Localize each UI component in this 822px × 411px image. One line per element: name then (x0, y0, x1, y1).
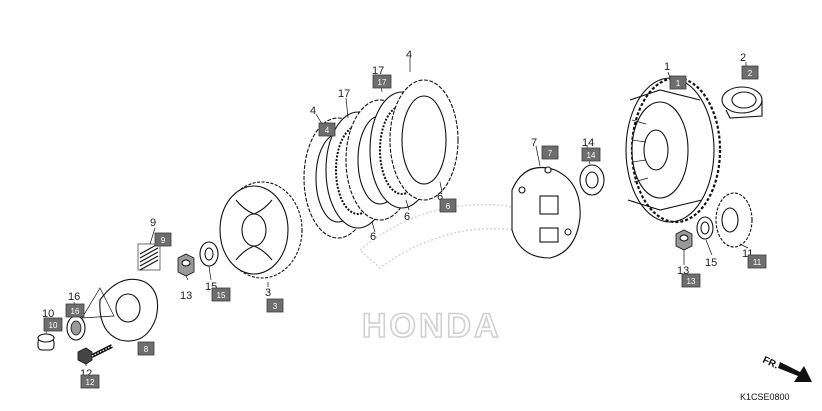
callout-4a: 4 4 (310, 105, 336, 137)
callout-tag: 8 (144, 345, 149, 354)
callout-14: 14 14 (581, 137, 601, 162)
callout-number: 16 (68, 291, 80, 303)
callout-13a: 13 (180, 290, 192, 302)
callout-number: 10 (42, 308, 54, 320)
callout-tag: 10 (49, 321, 58, 330)
callout-17a: 17 (338, 88, 350, 100)
clutch-disc-stack (303, 79, 459, 239)
callout-tag: 6 (446, 202, 451, 211)
callout-9: 9 9 (150, 217, 172, 247)
callout-tag: 7 (548, 149, 553, 158)
diagram-code: K1CSE0800 (740, 392, 790, 402)
clutch-outer (625, 76, 722, 224)
callout-tag: 13 (687, 277, 696, 286)
callout-12: 12 12 (80, 368, 100, 389)
callout-tag: 14 (587, 151, 596, 160)
callout-number: 6 (437, 191, 443, 203)
callout-number: 15 (705, 257, 717, 269)
clutch-spring (137, 243, 161, 271)
callout-number: 4 (310, 105, 316, 117)
callout-number: 9 (150, 217, 156, 229)
front-direction-indicator: FR. (761, 355, 812, 382)
callout-tag: 11 (753, 258, 762, 267)
watermark-text: HONDA (362, 307, 502, 345)
callout-1: 1 1 (664, 61, 687, 90)
callout-number: 2 (740, 52, 746, 64)
clutch-center (219, 181, 303, 279)
lifter-piece (37, 333, 55, 351)
callout-tag: 12 (86, 378, 95, 387)
oil-pump-gear (715, 192, 753, 248)
callout-number: 7 (531, 137, 537, 149)
callout-tag: 2 (748, 69, 753, 78)
callout-10: 10 10 (42, 308, 63, 332)
callout-number: 3 (265, 287, 271, 299)
callout-15b: 15 (705, 257, 717, 269)
callout-number: 6 (404, 211, 410, 223)
callout-tag: 3 (273, 302, 278, 311)
callout-6a: 6 (370, 231, 376, 243)
callout-13b: 13 13 (677, 265, 701, 288)
callout-6c: 6 6 (437, 191, 457, 213)
lifter-plate (99, 278, 159, 342)
callout-tag: 15 (217, 291, 226, 300)
callout-number: 13 (180, 290, 192, 302)
callout-17b: 17 17 (372, 65, 392, 89)
callout-4b: 4 (406, 49, 412, 61)
lock-nut-left (177, 253, 195, 277)
callout-tag: 16 (71, 307, 80, 316)
collar-bushing (721, 86, 763, 119)
callout-tag: 1 (676, 79, 681, 88)
callout-tag: 9 (161, 236, 166, 245)
callout-number: 4 (406, 49, 412, 61)
callout-number: 1 (664, 61, 670, 73)
pressure-plate (511, 166, 581, 259)
lifter-plate-leader (81, 287, 115, 319)
callout-number: 17 (372, 65, 384, 77)
callout-2: 2 2 (740, 52, 759, 80)
bolt (77, 344, 113, 365)
callout-6b: 6 (404, 211, 410, 223)
bearing (66, 315, 86, 341)
lock-nut-right (675, 229, 693, 251)
callout-tag: 17 (378, 78, 387, 87)
callout-number: 6 (370, 231, 376, 243)
callout-7: 7 7 (531, 137, 559, 160)
callout-number: 14 (582, 137, 594, 149)
callout-number: 11 (742, 248, 753, 260)
honda-watermark: HONDA (358, 203, 562, 346)
callout-15a: 15 15 (205, 281, 231, 302)
callout-number: 17 (338, 88, 350, 100)
callout-8: 8 (137, 341, 155, 356)
callout-3: 3 3 (265, 287, 284, 313)
front-arrow-icon (778, 362, 812, 382)
front-direction-label: FR. (761, 355, 780, 372)
callout-11: 11 11 (742, 248, 767, 269)
callout-tag: 4 (325, 126, 330, 135)
callout-16: 16 16 (65, 291, 85, 318)
